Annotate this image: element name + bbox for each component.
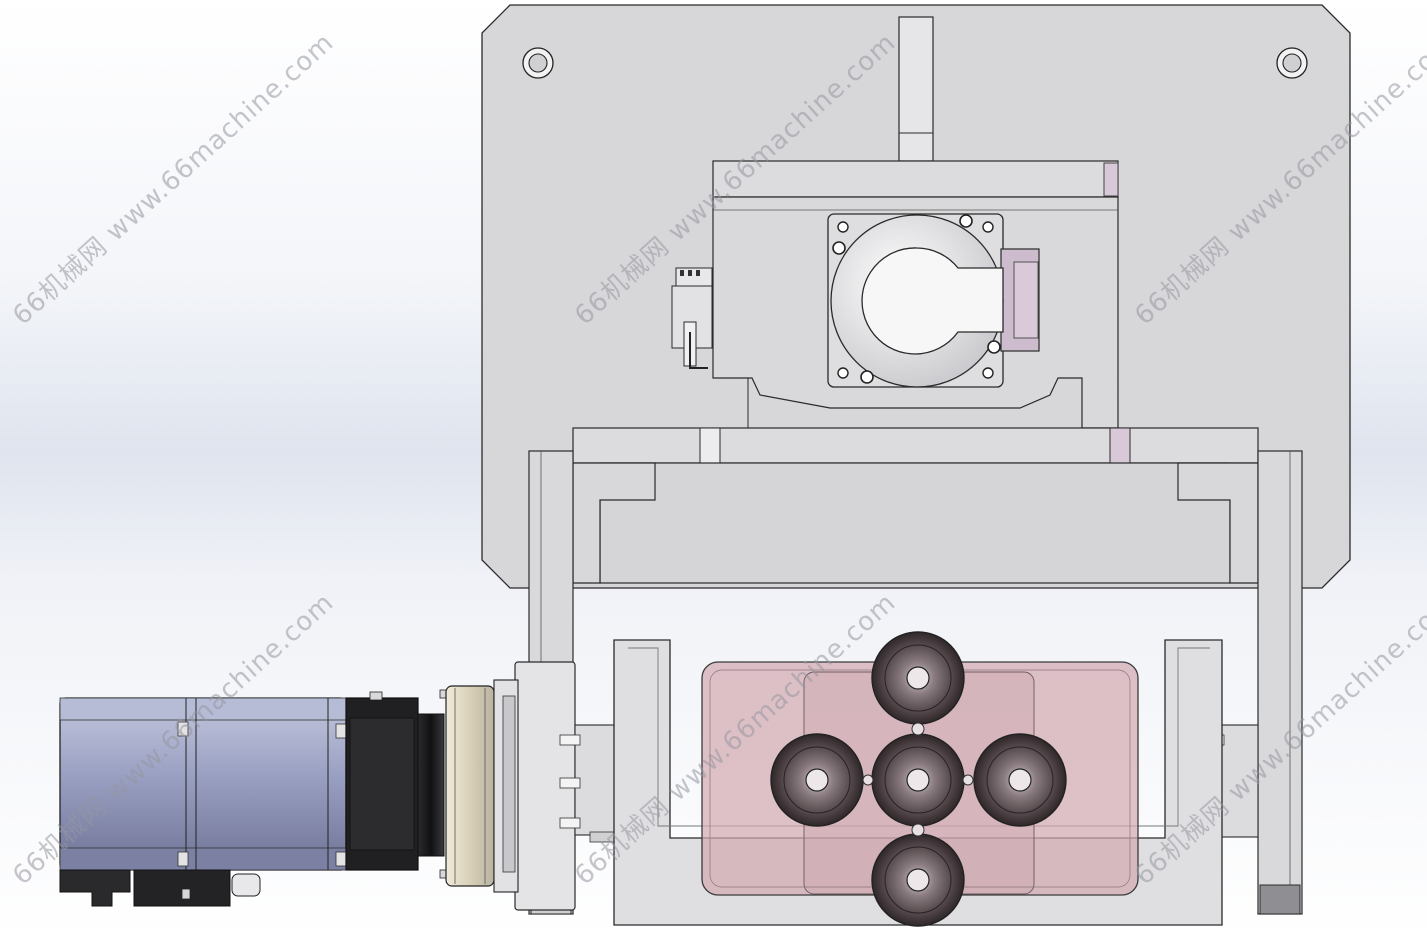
suction-cup-bottom xyxy=(871,833,965,927)
servo-motor xyxy=(59,697,347,907)
rotary-actuator xyxy=(827,213,1040,388)
suction-cup-right xyxy=(973,733,1067,827)
top-rod xyxy=(898,16,934,162)
cross-beam xyxy=(572,427,1259,584)
sensor-block xyxy=(671,267,713,369)
suction-cups xyxy=(770,631,1067,927)
coupling-flange xyxy=(445,679,519,893)
right-arm xyxy=(1257,450,1303,915)
suction-cup-top xyxy=(871,631,965,725)
suction-cup-left xyxy=(770,733,864,827)
gear-reducer xyxy=(345,689,453,879)
suction-cup-center xyxy=(871,733,965,827)
left-flange xyxy=(514,661,616,911)
